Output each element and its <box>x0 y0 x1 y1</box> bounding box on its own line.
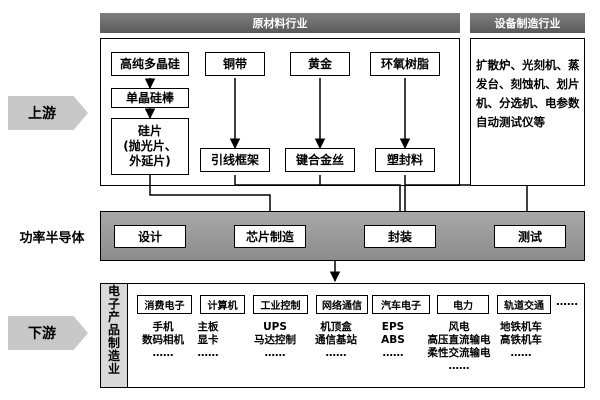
design-box: 设计 <box>114 225 186 248</box>
molding-box: 塑封料 <box>375 148 435 172</box>
category-1: 计算机 <box>200 295 245 314</box>
category-6: 轨道交通 <box>497 295 551 314</box>
design-label: 设计 <box>137 230 162 244</box>
copper-label: 铜带 <box>222 56 247 71</box>
wafer-label: 硅片 (抛光片、 外延片) <box>123 124 177 168</box>
package-box: 封装 <box>364 225 436 248</box>
category-items: 风电 高压直流输电 柔性交流输电 …… <box>427 321 491 372</box>
downstream-more: …… <box>556 295 578 308</box>
monocrystal-box: 单晶硅棒 <box>111 88 189 108</box>
category-label: 汽车电子 <box>381 301 421 312</box>
test-label: 测试 <box>517 230 542 244</box>
molding-label: 塑封料 <box>386 152 423 167</box>
category-2: 工业控制 <box>253 295 308 314</box>
downstream-arrow <box>8 316 88 350</box>
epoxy-label: 环氧树脂 <box>380 56 429 71</box>
upstream-arrow <box>8 96 88 130</box>
gold-label: 黄金 <box>307 56 332 71</box>
wafer-box: 硅片 (抛光片、 外延片) <box>111 118 189 175</box>
chip-manufacturing-box: 芯片制造 <box>234 225 306 248</box>
category-items: 手机 数码相机 …… <box>142 321 184 359</box>
category-0: 消费电子 <box>137 295 192 314</box>
category-label: 轨道交通 <box>504 301 544 312</box>
polysilicon-label: 高纯多晶硅 <box>119 56 180 71</box>
raw-materials-header-text: 原材料行业 <box>252 17 308 30</box>
equipment-header-text: 设备制造行业 <box>494 17 561 30</box>
gold-box: 黄金 <box>290 52 350 76</box>
electronics-sidebar <box>101 284 128 387</box>
category-label: 工业控制 <box>260 301 301 312</box>
package-label: 封装 <box>387 230 412 244</box>
upstream-label: 上游 <box>28 106 56 122</box>
bondwire-box: 键合金丝 <box>285 148 355 172</box>
category-label: 网络通信 <box>322 301 362 312</box>
downstream-label: 下游 <box>28 326 56 342</box>
power-semi-label: 功率半导体 <box>19 230 85 246</box>
category-items: 主板 显卡 …… <box>197 321 219 359</box>
copper-box: 铜带 <box>205 52 265 76</box>
raw-materials-frame <box>100 38 460 186</box>
category-items: UPS 马达控制 …… <box>254 321 296 359</box>
category-label: 计算机 <box>207 301 238 312</box>
category-items: 地铁机车 高铁机车 …… <box>500 321 542 359</box>
electronics-manufacturing-label: 电子产品制造业 <box>107 284 120 376</box>
category-label: 消费电子 <box>144 301 185 312</box>
equipment-list: 扩散炉、光刻机、蒸发台、刻蚀机、划片机、分选机、电参数自动测试仪等 <box>476 58 580 129</box>
bondwire-label: 键合金丝 <box>295 152 344 167</box>
test-box: 测试 <box>494 225 566 248</box>
equipment-frame <box>470 38 585 186</box>
leadframe-box: 引线框架 <box>200 148 270 172</box>
category-4: 汽车电子 <box>372 295 430 314</box>
equipment-header: 设备制造行业 <box>470 13 585 33</box>
category-5: 电力 <box>437 295 489 314</box>
polysilicon-box: 高纯多晶硅 <box>111 52 189 76</box>
category-3: 网络通信 <box>316 295 368 314</box>
epoxy-box: 环氧树脂 <box>370 52 440 76</box>
monocrystal-label: 单晶硅棒 <box>125 90 174 105</box>
category-items: 机顶盒 通信基站 …… <box>315 321 357 359</box>
raw-materials-header: 原材料行业 <box>100 13 460 33</box>
category-label: 电力 <box>453 301 473 312</box>
chip-manufacturing-label: 芯片制造 <box>245 230 294 244</box>
leadframe-label: 引线框架 <box>210 152 259 167</box>
category-items: EPS ABS …… <box>381 321 405 359</box>
